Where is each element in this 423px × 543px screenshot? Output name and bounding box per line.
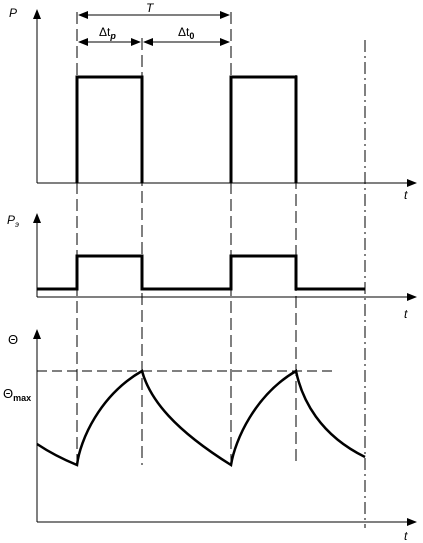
pause-width-label: Δt0 bbox=[178, 25, 194, 41]
temp-axis-label: Θ bbox=[8, 332, 18, 347]
pulse-width-label: Δtр bbox=[99, 25, 116, 41]
equiv-power-waveform bbox=[37, 254, 365, 291]
temperature-curve bbox=[36, 369, 366, 468]
time-axis-label-3: t bbox=[404, 529, 408, 543]
equivalent-power-panel: Pэ t bbox=[7, 213, 417, 321]
temperature-panel: Θ Θmax t bbox=[3, 329, 417, 543]
time-axis-label-1: t bbox=[404, 188, 408, 202]
power-pulse-1 bbox=[75, 75, 144, 183]
equiv-power-axis-label: Pэ bbox=[7, 213, 19, 229]
time-axis-label-2: t bbox=[404, 307, 408, 321]
power-panel: P t bbox=[9, 6, 417, 202]
dimension-arrows bbox=[78, 11, 230, 46]
power-pulse-2 bbox=[229, 75, 298, 183]
power-axis-label: P bbox=[9, 6, 17, 20]
temp-max-label: Θmax bbox=[3, 386, 31, 403]
period-label: T bbox=[146, 1, 155, 15]
